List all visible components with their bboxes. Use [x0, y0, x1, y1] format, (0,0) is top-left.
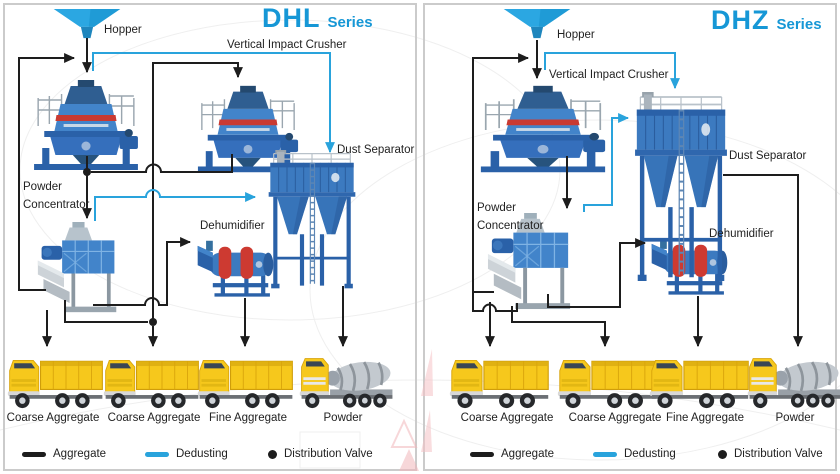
dhl-series-panel — [3, 3, 417, 471]
dhl-series-title: DHL Series — [262, 3, 373, 34]
aggregate-line-swatch — [470, 451, 494, 457]
dust-separator-illustration — [262, 150, 362, 292]
dump-truck-icon — [6, 352, 106, 410]
legend-label: Dedusting — [624, 448, 676, 460]
vertical-impact-crusher-1-illustration — [30, 76, 142, 176]
hopper-label: Hopper — [557, 29, 595, 41]
truck-label: Coarse Aggregate — [460, 412, 554, 424]
mixer-truck-icon — [298, 352, 396, 410]
series-name: DHZ — [711, 5, 770, 35]
dedusting-line-swatch — [145, 451, 169, 457]
legend-item-dedusting: Dedusting — [593, 448, 676, 460]
legend-label: Aggregate — [53, 448, 107, 460]
dust-separator-label: Dust Separator — [729, 150, 807, 162]
series-suffix: Series — [776, 16, 822, 33]
mixer-truck-icon — [746, 352, 840, 410]
dump-truck-icon — [556, 352, 660, 410]
legend-item-aggregate: Aggregate — [22, 448, 106, 460]
distribution-valve-swatch — [268, 449, 277, 459]
powder-concentrator-label: Powder Concentrator — [23, 181, 90, 211]
dehumidifier-label: Dehumidifier — [709, 228, 774, 240]
aggregate-line-swatch — [22, 451, 46, 457]
hopper-label: Hopper — [104, 24, 142, 36]
truck-label: Fine Aggregate — [665, 412, 744, 424]
dhz-series-title: DHZ Series — [711, 5, 822, 36]
dump-truck-icon — [448, 352, 552, 410]
series-suffix: Series — [327, 14, 373, 31]
distribution-valve-swatch — [718, 449, 727, 459]
dehumidifier-label: Dehumidifier — [200, 220, 265, 232]
dump-truck-icon — [196, 352, 296, 410]
legend-label: Dedusting — [176, 448, 228, 460]
dump-truck-icon — [102, 352, 202, 410]
legend-label: Distribution Valve — [284, 448, 373, 460]
legend-item-distribution-valve: Distribution Valve — [718, 448, 823, 460]
truck-label: Fine Aggregate — [208, 412, 287, 424]
legend-item-distribution-valve: Distribution Valve — [268, 448, 373, 460]
truck-label: Coarse Aggregate — [107, 412, 201, 424]
dust-separator-label: Dust Separator — [337, 144, 415, 156]
crusher-label: Vertical Impact Crusher — [227, 39, 347, 51]
legend-label: Aggregate — [501, 448, 555, 460]
dust-separator-illustration — [628, 92, 734, 286]
legend-item-aggregate: Aggregate — [470, 448, 554, 460]
dhz-series-panel — [423, 3, 837, 471]
dedusting-line-swatch — [593, 451, 617, 457]
powder-concentrator-illustration — [36, 222, 120, 314]
legend-item-dedusting: Dedusting — [145, 448, 228, 460]
powder-concentrator-label: Powder Concentrator — [477, 202, 544, 232]
truck-label: Coarse Aggregate — [568, 412, 662, 424]
truck-label: Powder — [775, 412, 815, 424]
dump-truck-icon — [648, 352, 752, 410]
legend-label: Distribution Valve — [734, 448, 823, 460]
vertical-impact-crusher-illustration — [476, 82, 610, 178]
truck-label: Coarse Aggregate — [6, 412, 100, 424]
truck-label: Powder — [323, 412, 363, 424]
crusher-label: Vertical Impact Crusher — [549, 69, 669, 81]
series-name: DHL — [262, 3, 321, 33]
